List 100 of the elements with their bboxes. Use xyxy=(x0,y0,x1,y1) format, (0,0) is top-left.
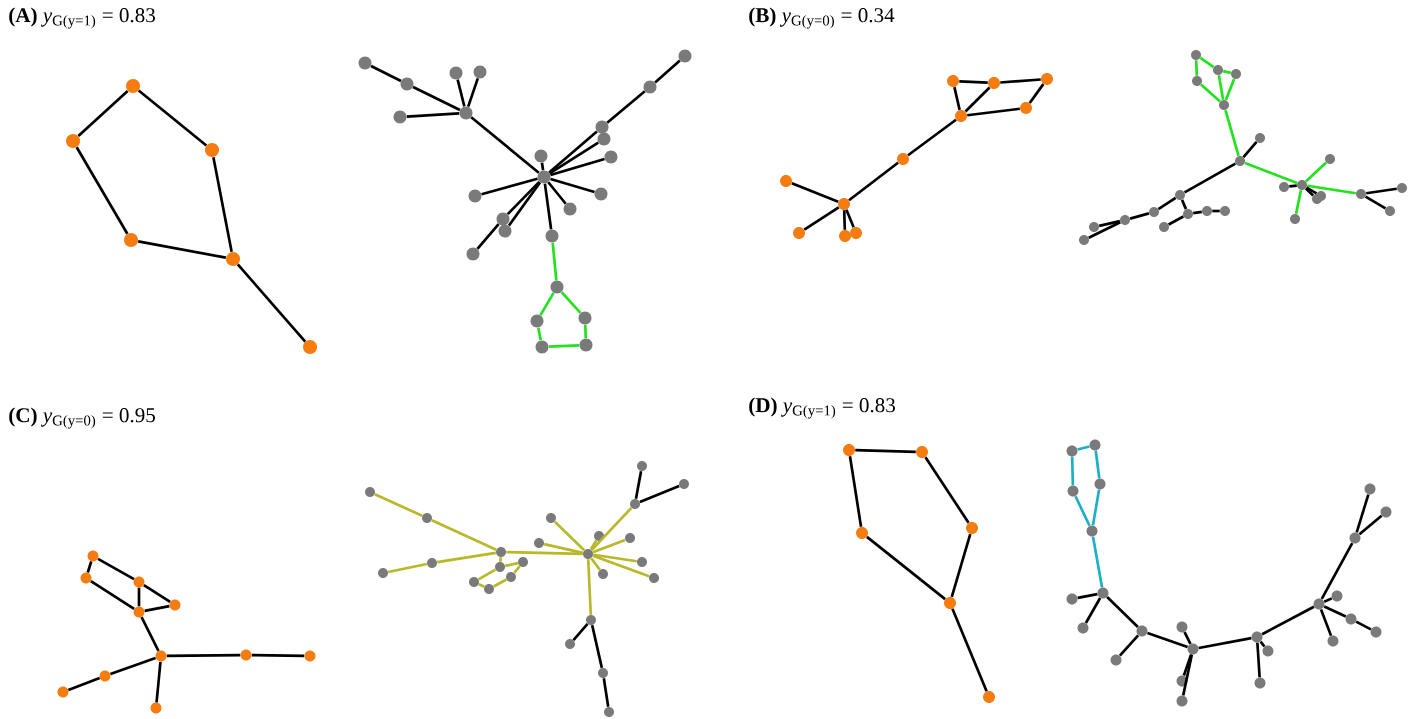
graph-node xyxy=(637,461,647,471)
graph-node xyxy=(955,110,967,122)
graph-edge xyxy=(1077,592,1098,600)
graph-edge xyxy=(602,678,610,707)
graph-edge xyxy=(1077,445,1090,451)
graph-edge xyxy=(953,86,961,111)
graph-edge xyxy=(493,578,507,588)
graph-edge xyxy=(560,291,582,314)
graph-edge xyxy=(549,141,599,175)
graph-edge xyxy=(507,181,542,227)
graph-node xyxy=(150,702,162,714)
graph-node xyxy=(1097,587,1109,599)
graph-node xyxy=(66,134,80,148)
graph-edge xyxy=(97,557,135,581)
graph-node xyxy=(1231,69,1241,79)
graph-edge xyxy=(1106,596,1139,628)
graph-edge xyxy=(547,181,567,205)
graph-node xyxy=(1312,194,1322,204)
graph-node xyxy=(1183,209,1193,219)
graph-edge xyxy=(1168,215,1184,226)
graph-edge xyxy=(1217,75,1225,101)
graph-edge xyxy=(412,85,461,112)
panel-title: (D) y$_{G(y=1)}$ = 0.83 xyxy=(749,397,895,419)
graph-edge xyxy=(1242,141,1258,158)
graph-node xyxy=(155,650,167,662)
graph-node xyxy=(530,314,544,328)
graph-node xyxy=(304,650,316,662)
graph-edge xyxy=(1118,634,1140,657)
graph-edge xyxy=(803,206,840,231)
graph-node xyxy=(1235,156,1245,166)
graph-edge xyxy=(506,180,541,216)
graph-edge xyxy=(513,565,521,574)
graph-node xyxy=(400,77,414,91)
graph-node xyxy=(947,75,959,87)
graph-node xyxy=(897,153,909,165)
graph-node xyxy=(378,568,388,578)
graph-edge xyxy=(1323,605,1347,618)
graph-node xyxy=(393,110,407,124)
graph-edge xyxy=(1147,631,1188,649)
graph-edge xyxy=(1355,620,1372,631)
graph-node xyxy=(1345,613,1357,625)
graph-edge xyxy=(1199,56,1215,69)
graph-edge xyxy=(75,146,129,235)
graph-edge xyxy=(476,223,500,250)
graph-node xyxy=(793,227,805,239)
graph-edge xyxy=(606,90,646,124)
graph-node xyxy=(1297,180,1307,190)
graph-node xyxy=(637,557,647,567)
graph-edge xyxy=(431,519,497,551)
graph-node xyxy=(169,599,181,611)
graph-node xyxy=(1041,73,1053,85)
graph-node xyxy=(495,562,505,572)
graph-edge xyxy=(137,89,208,147)
graph-node xyxy=(80,572,92,584)
graph-node xyxy=(1213,65,1223,75)
graph-edge xyxy=(110,656,156,676)
graph-edge xyxy=(1319,608,1333,637)
graph-node xyxy=(1176,695,1188,707)
graph-node xyxy=(1255,133,1265,143)
graph-node xyxy=(1202,206,1212,216)
graph-node xyxy=(1192,76,1202,86)
graph-edge xyxy=(1182,654,1193,676)
graph-node xyxy=(1176,621,1188,633)
graph-node xyxy=(484,584,494,594)
graph-edge xyxy=(1193,210,1202,215)
graph-node xyxy=(1149,207,1159,217)
graph-node xyxy=(1356,189,1366,199)
graph-node xyxy=(1066,593,1078,605)
graph-node xyxy=(473,65,487,79)
graph-node xyxy=(578,311,592,325)
graph-edge xyxy=(1183,162,1237,194)
graph-node xyxy=(427,558,437,568)
graph-edge xyxy=(144,604,170,613)
graph-edge xyxy=(1098,219,1121,228)
graph-node xyxy=(843,444,855,456)
panel-title: (B) y$_{G(y=0)}$ = 0.34 xyxy=(749,7,895,29)
graph-node xyxy=(1175,190,1185,200)
graph-edge xyxy=(1088,221,1121,239)
graph-node xyxy=(365,487,375,497)
graph-edge xyxy=(583,324,588,339)
graph-edge xyxy=(1256,642,1261,678)
graph-node xyxy=(1136,625,1148,637)
graph-node xyxy=(1176,675,1188,687)
graph-edge xyxy=(1183,631,1192,645)
graph-edge xyxy=(387,562,428,574)
graph-node xyxy=(1086,525,1098,537)
graph-edge xyxy=(590,557,601,571)
graph-node xyxy=(358,56,372,70)
graph-edge xyxy=(967,107,1020,117)
graph-edge xyxy=(477,568,497,581)
graph-node xyxy=(595,120,609,134)
graph-edge xyxy=(481,177,538,196)
graph-edge xyxy=(550,157,605,177)
graph-node xyxy=(496,547,506,557)
graph-edge xyxy=(166,653,241,658)
graph-edge xyxy=(1222,69,1232,75)
graph-node xyxy=(1327,635,1339,647)
graph-edge xyxy=(1358,514,1383,536)
graph-edge xyxy=(1294,189,1303,215)
graph-node xyxy=(780,175,792,187)
